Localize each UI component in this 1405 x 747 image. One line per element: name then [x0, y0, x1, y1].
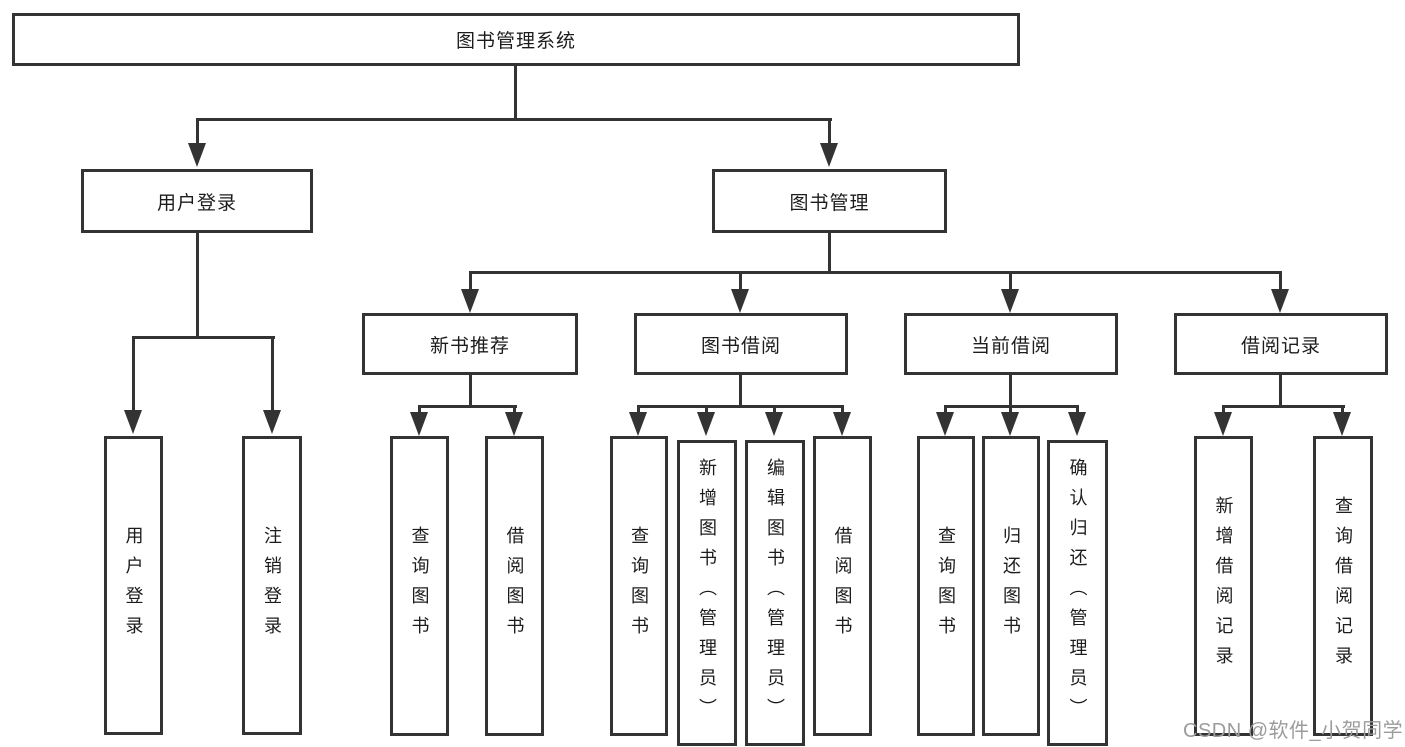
leaf-add-books-admin: 新增图书（管理员） [677, 440, 737, 746]
arrowhead-icon [1271, 289, 1289, 313]
connector-line [944, 405, 947, 413]
connector-line [1009, 271, 1012, 290]
node-user-login-branch: 用户登录 [81, 169, 313, 233]
arrowhead-icon [833, 412, 851, 436]
connector-line [1222, 405, 1225, 413]
connector-line [196, 118, 832, 121]
leaf-add-borrow-record: 新增借阅记录 [1194, 436, 1253, 736]
leaf-query-books-2: 查询图书 [610, 436, 668, 736]
arrowhead-icon [188, 143, 206, 167]
arrowhead-icon [1333, 412, 1351, 436]
connector-line [739, 271, 742, 290]
connector-line [469, 375, 472, 405]
node-borrowing-records: 借阅记录 [1174, 313, 1388, 375]
node-root-system: 图书管理系统 [12, 13, 1020, 66]
arrowhead-icon [820, 143, 838, 167]
arrowhead-icon [1001, 412, 1019, 436]
leaf-query-books-3: 查询图书 [917, 436, 975, 736]
arrowhead-icon [410, 412, 428, 436]
arrowhead-icon [1214, 412, 1232, 436]
connector-line [513, 405, 516, 413]
connector-line [132, 336, 275, 339]
arrowhead-icon [697, 412, 715, 436]
leaf-query-borrow-record: 查询借阅记录 [1313, 436, 1373, 736]
connector-line [1279, 375, 1282, 405]
leaf-user-login: 用户登录 [104, 436, 163, 735]
arrowhead-icon [731, 289, 749, 313]
connector-line [1222, 405, 1345, 408]
connector-line [196, 233, 199, 336]
arrowhead-icon [765, 412, 783, 436]
connector-line [739, 375, 742, 405]
connector-line [705, 405, 708, 413]
node-current-borrowing: 当前借阅 [904, 313, 1118, 375]
connector-line [828, 118, 831, 144]
connector-line [418, 405, 517, 408]
leaf-borrow-books-1: 借阅图书 [485, 436, 544, 736]
arrowhead-icon [629, 412, 647, 436]
connector-line [841, 405, 844, 413]
arrowhead-icon [461, 289, 479, 313]
leaf-return-books: 归还图书 [982, 436, 1040, 736]
connector-line [828, 233, 831, 271]
leaf-logout: 注销登录 [242, 436, 302, 735]
arrowhead-icon [124, 410, 142, 434]
node-new-book-recommendation: 新书推荐 [362, 313, 578, 375]
connector-line [1076, 405, 1079, 413]
leaf-confirm-return-admin: 确认归还（管理员） [1047, 440, 1108, 746]
arrowhead-icon [936, 412, 954, 436]
connector-line [132, 336, 135, 411]
arrowhead-icon [263, 410, 281, 434]
connector-line [196, 118, 199, 144]
connector-line [637, 405, 640, 413]
connector-line [1009, 405, 1012, 413]
leaf-edit-books-admin: 编辑图书（管理员） [745, 440, 805, 746]
connector-line [418, 405, 421, 413]
connector-line [637, 405, 844, 408]
arrowhead-icon [505, 412, 523, 436]
arrowhead-icon [1068, 412, 1086, 436]
leaf-borrow-books-2: 借阅图书 [813, 436, 872, 736]
connector-line [469, 271, 472, 290]
connector-line [1341, 405, 1344, 413]
node-book-management-branch: 图书管理 [712, 169, 947, 233]
connector-line [271, 336, 274, 411]
connector-line [1009, 375, 1012, 405]
node-book-borrowing: 图书借阅 [634, 313, 848, 375]
connector-line [1279, 271, 1282, 290]
connector-line [773, 405, 776, 413]
csdn-watermark: CSDN @软件_小贺同学 [1183, 720, 1404, 742]
connector-line [469, 271, 1282, 274]
leaf-query-books-1: 查询图书 [390, 436, 449, 736]
arrowhead-icon [1001, 289, 1019, 313]
connector-line [514, 66, 517, 118]
